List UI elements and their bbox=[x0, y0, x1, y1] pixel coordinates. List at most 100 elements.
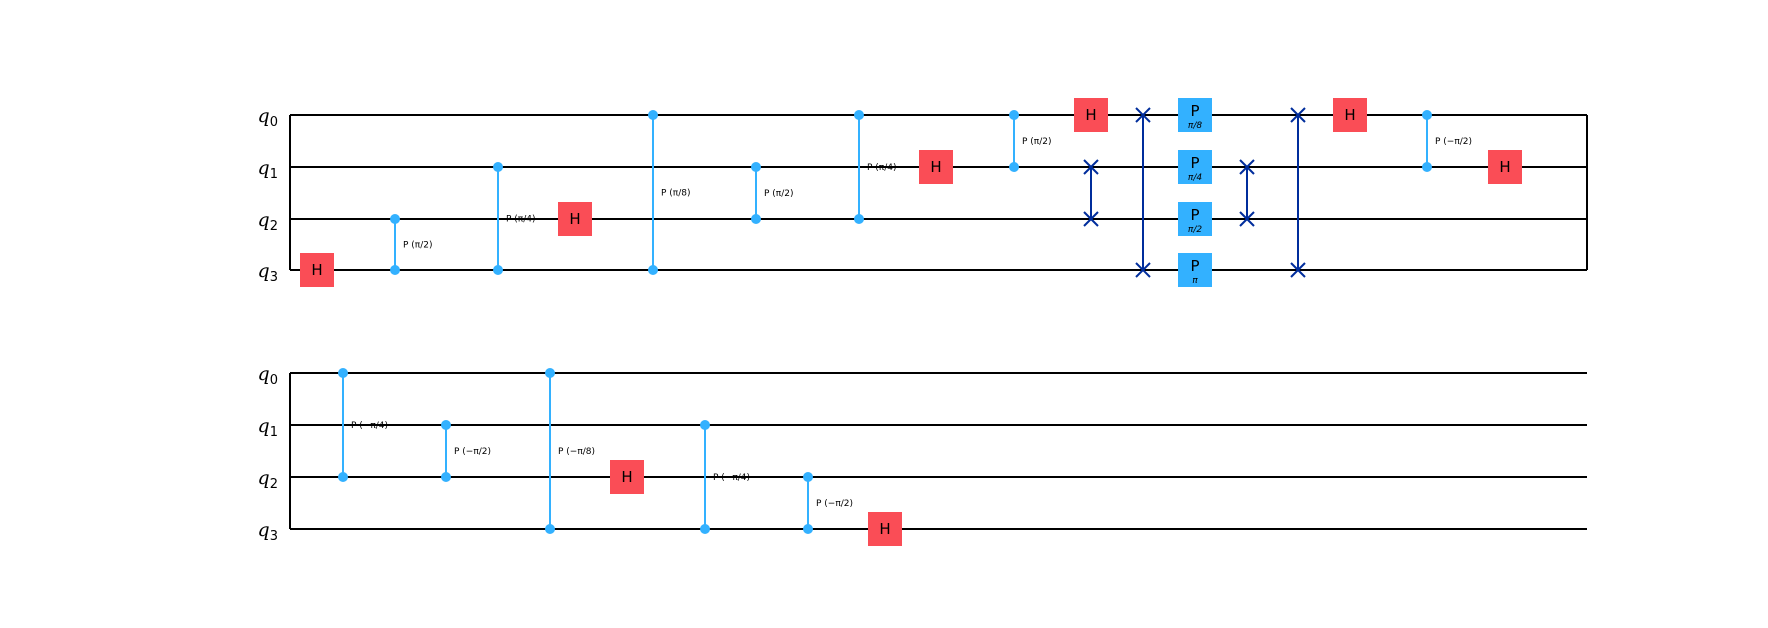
qubit-label: q2 bbox=[258, 467, 278, 492]
controlled-phase-label: P (−π/4) bbox=[351, 421, 388, 431]
h-gate: H bbox=[868, 512, 902, 546]
control-dot bbox=[1009, 110, 1019, 120]
control-dot bbox=[803, 472, 813, 482]
gate-box bbox=[610, 460, 644, 494]
gate-box bbox=[868, 512, 902, 546]
gate-box bbox=[1333, 98, 1367, 132]
h-gate: H bbox=[1333, 98, 1367, 132]
qubit-label: q2 bbox=[258, 209, 278, 234]
controlled-phase-label: P (−π/2) bbox=[816, 499, 853, 509]
gate-label: H bbox=[1499, 158, 1510, 176]
swap-cross-icon bbox=[1290, 262, 1306, 278]
control-dot bbox=[493, 265, 503, 275]
controlled-phase-label: P (−π/2) bbox=[454, 447, 491, 457]
gate-box bbox=[1074, 98, 1108, 132]
controlled-phase-label: P (−π/2) bbox=[1435, 137, 1472, 147]
gate-label: P bbox=[1190, 206, 1199, 224]
gate-box bbox=[1178, 98, 1212, 132]
controlled-phase-gate: P (−π/8) bbox=[545, 368, 595, 534]
qubit-label: q0 bbox=[258, 105, 278, 130]
control-dot bbox=[1422, 110, 1432, 120]
control-dot bbox=[441, 472, 451, 482]
swap-cross-icon bbox=[1239, 211, 1255, 227]
gate-param: π/4 bbox=[1188, 173, 1202, 183]
control-dot bbox=[1422, 162, 1432, 172]
gate-param: π bbox=[1192, 276, 1198, 286]
control-dot bbox=[854, 110, 864, 120]
gate-box bbox=[1178, 202, 1212, 236]
swap-gate bbox=[1239, 159, 1255, 227]
controlled-phase-gate: P (−π/2) bbox=[803, 472, 853, 534]
h-gate: H bbox=[300, 253, 334, 287]
phase-gate: Pπ/2 bbox=[1178, 202, 1212, 236]
control-dot bbox=[1009, 162, 1019, 172]
h-gate: H bbox=[1488, 150, 1522, 184]
controlled-phase-gate: P (−π/2) bbox=[441, 420, 491, 482]
control-dot bbox=[751, 214, 761, 224]
gate-label: H bbox=[311, 261, 322, 279]
h-gate: H bbox=[1074, 98, 1108, 132]
swap-gate bbox=[1290, 107, 1306, 278]
h-gate: H bbox=[610, 460, 644, 494]
h-gate: H bbox=[558, 202, 592, 236]
qubit-label: q3 bbox=[258, 260, 278, 285]
controlled-phase-label: P (π/4) bbox=[867, 163, 897, 173]
control-dot bbox=[803, 524, 813, 534]
control-dot bbox=[751, 162, 761, 172]
control-dot bbox=[545, 524, 555, 534]
control-dot bbox=[338, 368, 348, 378]
control-dot bbox=[700, 524, 710, 534]
control-dot bbox=[648, 265, 658, 275]
control-dot bbox=[648, 110, 658, 120]
control-dot bbox=[545, 368, 555, 378]
qubit-label: q1 bbox=[258, 415, 278, 440]
swap-cross-icon bbox=[1083, 211, 1099, 227]
swap-gate bbox=[1083, 159, 1099, 227]
phase-gate: Pπ/8 bbox=[1178, 98, 1212, 132]
controlled-phase-gate: P (π/4) bbox=[493, 162, 536, 275]
swap-cross-icon bbox=[1083, 159, 1099, 175]
controlled-phase-label: P (π/2) bbox=[764, 189, 794, 199]
swap-cross-icon bbox=[1290, 107, 1306, 123]
controlled-phase-label: P (π/2) bbox=[1022, 137, 1052, 147]
gate-label: H bbox=[930, 158, 941, 176]
phase-gate: Pπ/4 bbox=[1178, 150, 1212, 184]
controlled-phase-gate: P (π/4) bbox=[854, 110, 897, 224]
control-dot bbox=[338, 472, 348, 482]
swap-gate bbox=[1135, 107, 1151, 278]
gate-param: π/2 bbox=[1188, 225, 1202, 235]
gate-label: H bbox=[569, 210, 580, 228]
gate-box bbox=[1178, 253, 1212, 287]
gate-label: P bbox=[1190, 154, 1199, 172]
gate-box bbox=[1488, 150, 1522, 184]
gate-label: H bbox=[1085, 106, 1096, 124]
gate-box bbox=[300, 253, 334, 287]
controlled-phase-label: P (−π/8) bbox=[558, 447, 595, 457]
control-dot bbox=[854, 214, 864, 224]
gate-label: H bbox=[1344, 106, 1355, 124]
controlled-phase-gate: P (π/2) bbox=[751, 162, 794, 224]
controlled-phase-gate: P (−π/4) bbox=[338, 368, 388, 482]
gate-label: H bbox=[621, 468, 632, 486]
gate-label: P bbox=[1190, 102, 1199, 120]
control-dot bbox=[441, 420, 451, 430]
control-dot bbox=[700, 420, 710, 430]
controlled-phase-label: P (π/4) bbox=[506, 215, 536, 225]
control-dot bbox=[390, 214, 400, 224]
qubit-label: q1 bbox=[258, 157, 278, 182]
gate-label: H bbox=[879, 520, 890, 538]
gate-box bbox=[558, 202, 592, 236]
circuit-row-1: q0 q1 q2 q3 H P (π/2) P (π/4) H P (π/8) P (π/2) P … bbox=[258, 98, 1588, 287]
gate-param: π/8 bbox=[1188, 121, 1202, 131]
controlled-phase-label: P (π/8) bbox=[661, 189, 691, 199]
control-dot bbox=[390, 265, 400, 275]
controlled-phase-gate: P (−π/4) bbox=[700, 420, 750, 534]
swap-cross-icon bbox=[1135, 107, 1151, 123]
swap-cross-icon bbox=[1239, 159, 1255, 175]
controlled-phase-label: P (π/2) bbox=[403, 241, 433, 251]
phase-gate: Pπ bbox=[1178, 253, 1212, 287]
qubit-label: q0 bbox=[258, 363, 278, 388]
gate-label: P bbox=[1190, 257, 1199, 275]
